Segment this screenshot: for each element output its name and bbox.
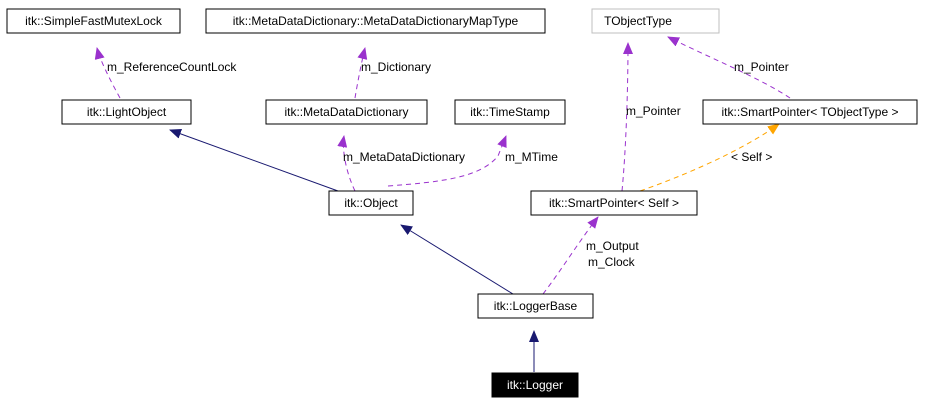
edge-smartpointer-t-to-tobjecttype (667, 36, 791, 99)
label-m-mtime: m_MTime (505, 150, 558, 164)
node-label: itk::SmartPointer< Self > (549, 196, 679, 210)
label-m-referencecountlock: m_ReferenceCountLock (107, 60, 237, 74)
edge-object-to-timestamp (387, 135, 507, 187)
label-self: < Self > (731, 150, 772, 164)
edge-lightobject-to-mutexlock (94, 47, 121, 99)
node-label: itk::SimpleFastMutexLock (25, 14, 163, 28)
label-m-clock: m_Clock (588, 255, 636, 269)
edge-object-to-lightobject (169, 129, 339, 192)
edge-loggerbase-to-smartpointer-self (542, 216, 599, 295)
label-m-pointer-top: m_Pointer (734, 60, 789, 74)
label-m-metadatadictionary: m_MetaDataDictionary (343, 150, 465, 164)
node-label: itk::LightObject (87, 105, 167, 119)
edge-smartpointer-self-to-smartpointer-t (639, 123, 780, 192)
node-metadatadictionary[interactable]: itk::MetaDataDictionary (265, 99, 428, 125)
node-logger[interactable]: itk::Logger (491, 372, 579, 398)
node-label: itk::TimeStamp (470, 105, 550, 119)
edge-loggerbase-to-object (400, 224, 514, 295)
label-m-output: m_Output (586, 239, 639, 253)
node-simplefastmutexlock[interactable]: itk::SimpleFastMutexLock (6, 8, 181, 34)
node-label: itk::MetaDataDictionary::MetaDataDiction… (233, 14, 519, 28)
node-label: TObjectType (604, 14, 672, 28)
label-m-pointer-mid: m_Pointer (626, 104, 681, 118)
node-loggerbase[interactable]: itk::LoggerBase (477, 293, 594, 319)
node-label: itk::Object (344, 196, 398, 210)
node-timestamp[interactable]: itk::TimeStamp (454, 99, 566, 125)
node-label: itk::LoggerBase (494, 299, 578, 313)
node-label: itk::Logger (507, 378, 563, 392)
node-smartpointer-tobjecttype[interactable]: itk::SmartPointer< TObjectType > (702, 99, 918, 125)
node-label: itk::SmartPointer< TObjectType > (722, 105, 899, 119)
node-smartpointer-self[interactable]: itk::SmartPointer< Self > (530, 190, 698, 216)
edge-labels: m_ReferenceCountLock m_Dictionary m_Poin… (107, 60, 789, 269)
node-object[interactable]: itk::Object (328, 190, 414, 216)
node-label: itk::MetaDataDictionary (284, 105, 408, 119)
edges (94, 36, 791, 372)
node-tobjecttype: TObjectType (591, 8, 720, 34)
edge-dictionary-to-maptype (354, 47, 368, 99)
label-m-dictionary: m_Dictionary (361, 60, 431, 74)
node-metadatadictionarymaptype[interactable]: itk::MetaDataDictionary::MetaDataDiction… (205, 8, 546, 34)
node-lightobject[interactable]: itk::LightObject (61, 99, 192, 125)
